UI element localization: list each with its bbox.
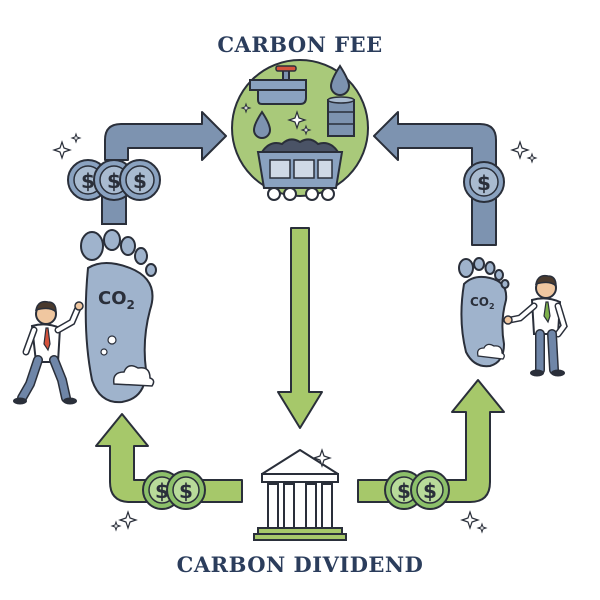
oil-drop-icon (329, 64, 351, 96)
bank-building-icon (253, 449, 347, 541)
sparkle-icon (287, 110, 307, 130)
sparkle-icon (300, 124, 312, 136)
sparkle-icon (52, 140, 72, 160)
sparkle-icon (118, 510, 138, 530)
left-dividend-coins: $ $ (142, 470, 206, 510)
svg-text:$: $ (397, 479, 411, 503)
co2-label: CO2 (98, 288, 135, 312)
sparkle-icon (526, 152, 538, 164)
cloud-icon (112, 365, 155, 387)
person-icon (13, 300, 84, 405)
sparkle-icon (240, 102, 252, 114)
right-dividend-coins: $ $ (384, 470, 450, 510)
coin-icon: $ (166, 470, 206, 510)
fee-sources-group (231, 59, 369, 201)
sparkle-icon (70, 132, 82, 144)
footprint-icon: CO2 (458, 257, 510, 368)
sparkle-icon (312, 448, 332, 468)
svg-text:$: $ (81, 169, 95, 193)
person-icon (503, 274, 568, 377)
oil-drop-icon (252, 110, 272, 139)
oil-pipe-icon (249, 65, 307, 105)
sparkle-icon (476, 522, 488, 534)
left-coin-stack: $ $ $ (67, 159, 161, 201)
svg-text:$: $ (477, 171, 491, 195)
svg-text:$: $ (179, 479, 193, 503)
right-dividend-arrow (357, 379, 505, 503)
carbon-fee-title: CARBON FEE (217, 32, 383, 57)
cloud-icon (476, 343, 505, 360)
sparkle-icon (110, 520, 122, 532)
oil-barrel-icon (327, 96, 355, 137)
footprint-icon: CO2 (80, 229, 157, 404)
coin-icon: $ (119, 159, 161, 201)
svg-text:$: $ (423, 479, 437, 503)
left-fee-arrow (104, 111, 227, 161)
coal-wagon-icon (256, 138, 344, 201)
sparkle-icon (510, 140, 530, 160)
svg-text:$: $ (107, 169, 121, 193)
coin-icon: $ (463, 161, 505, 203)
carbon-dividend-title: CARBON DIVIDEND (176, 552, 424, 577)
svg-text:$: $ (133, 169, 147, 193)
coin-icon: $ (410, 470, 450, 510)
left-dividend-arrow (95, 413, 243, 503)
down-arrow-to-dividend (277, 227, 323, 429)
co2-label: CO2 (470, 295, 495, 311)
sparkle-icon (460, 510, 480, 530)
right-fee-arrow (373, 111, 497, 246)
svg-text:$: $ (155, 479, 169, 503)
